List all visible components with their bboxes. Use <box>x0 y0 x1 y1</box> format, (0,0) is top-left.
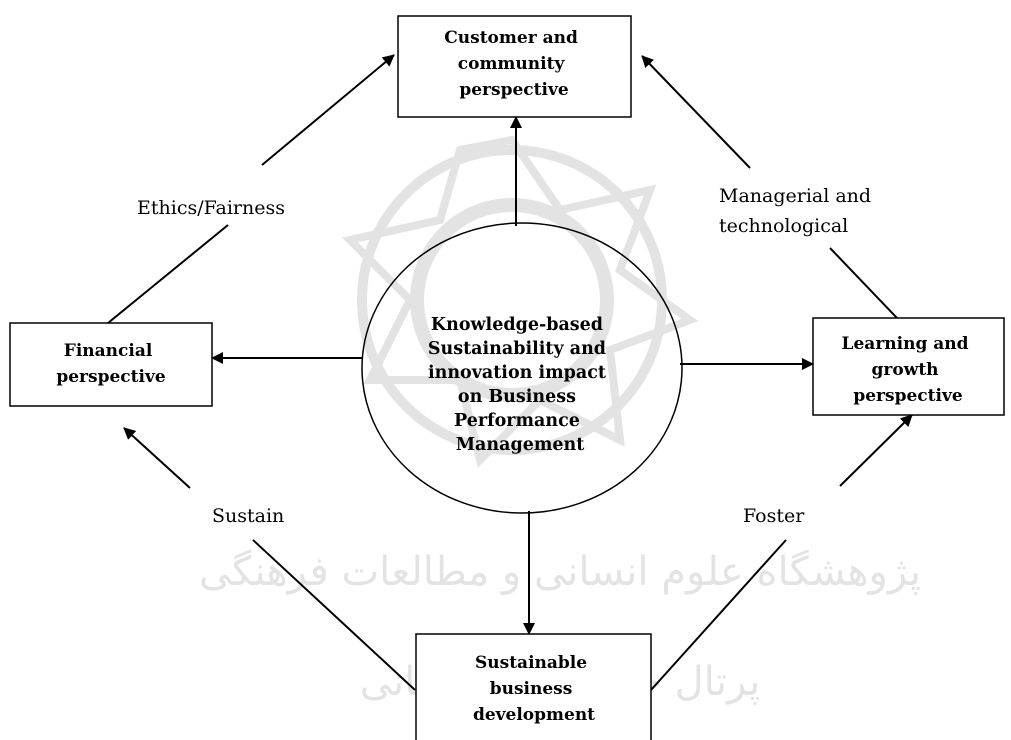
connector-sustainable-financial-upper <box>123 427 191 489</box>
learning-box <box>812 317 1005 416</box>
customer-perspective-node: Customer and community perspective <box>397 15 632 118</box>
learning-line: growth <box>872 360 939 380</box>
customer-line: perspective <box>459 80 568 100</box>
sustain-label: Sustain <box>212 505 284 527</box>
learning-line: Learning and <box>842 334 969 354</box>
center-arrows <box>211 116 814 635</box>
customer-label: Customer and community perspective <box>444 28 584 100</box>
learning-perspective-node: Learning and growth perspective <box>812 317 1005 416</box>
connector-sustainable-learning-lower <box>650 539 787 691</box>
connector-financial-customer-lower <box>107 224 229 324</box>
managerial-label: Managerial and technological <box>719 185 877 237</box>
sustainable-development-node: Sustainable business development <box>415 633 652 740</box>
connector-sustainable-learning-upper <box>839 414 913 487</box>
financial-label: Financial perspective <box>56 341 165 387</box>
ethics-fairness-label: Ethics/Fairness <box>137 197 285 219</box>
financial-box <box>9 322 213 407</box>
customer-line: community <box>458 54 566 74</box>
center-line: Sustainability and <box>428 339 606 359</box>
watermark-emblem <box>342 135 699 468</box>
center-line: Performance <box>454 411 580 431</box>
connector-sustainable-financial-lower <box>252 539 416 691</box>
connector-learning-customer-lower <box>829 247 898 319</box>
sustainable-label: Sustainable business development <box>473 653 595 725</box>
financial-line: Financial <box>64 341 153 361</box>
center-circle <box>361 222 683 514</box>
center-line: on Business <box>458 387 576 407</box>
edge-labels: Ethics/Fairness Managerial and technolog… <box>137 185 877 527</box>
center-line: innovation impact <box>428 363 606 383</box>
learning-label: Learning and growth perspective <box>842 334 975 406</box>
sustainable-line: business <box>490 679 573 699</box>
financial-perspective-node: Financial perspective <box>9 322 213 407</box>
managerial-line: technological <box>719 215 848 237</box>
managerial-line: Managerial and <box>719 185 871 207</box>
connector-learning-customer-upper <box>641 55 751 169</box>
connector-financial-customer-upper <box>261 54 395 166</box>
foster-label: Foster <box>743 505 805 527</box>
center-line: Knowledge-based <box>431 315 603 335</box>
sustainable-line: development <box>473 705 595 725</box>
sustainable-box <box>415 633 652 740</box>
customer-line: Customer and <box>444 28 578 48</box>
financial-line: perspective <box>56 367 165 387</box>
learning-line: perspective <box>853 386 962 406</box>
center-label: Knowledge-based Sustainability and innov… <box>428 315 612 455</box>
center-line: Management <box>456 435 585 455</box>
sustainable-line: Sustainable <box>475 653 587 673</box>
customer-box <box>397 15 632 118</box>
connectors <box>107 54 913 691</box>
watermark-text-1: پژوهشگاه علوم انسانی و مطالعات فرهنگی <box>199 549 921 595</box>
